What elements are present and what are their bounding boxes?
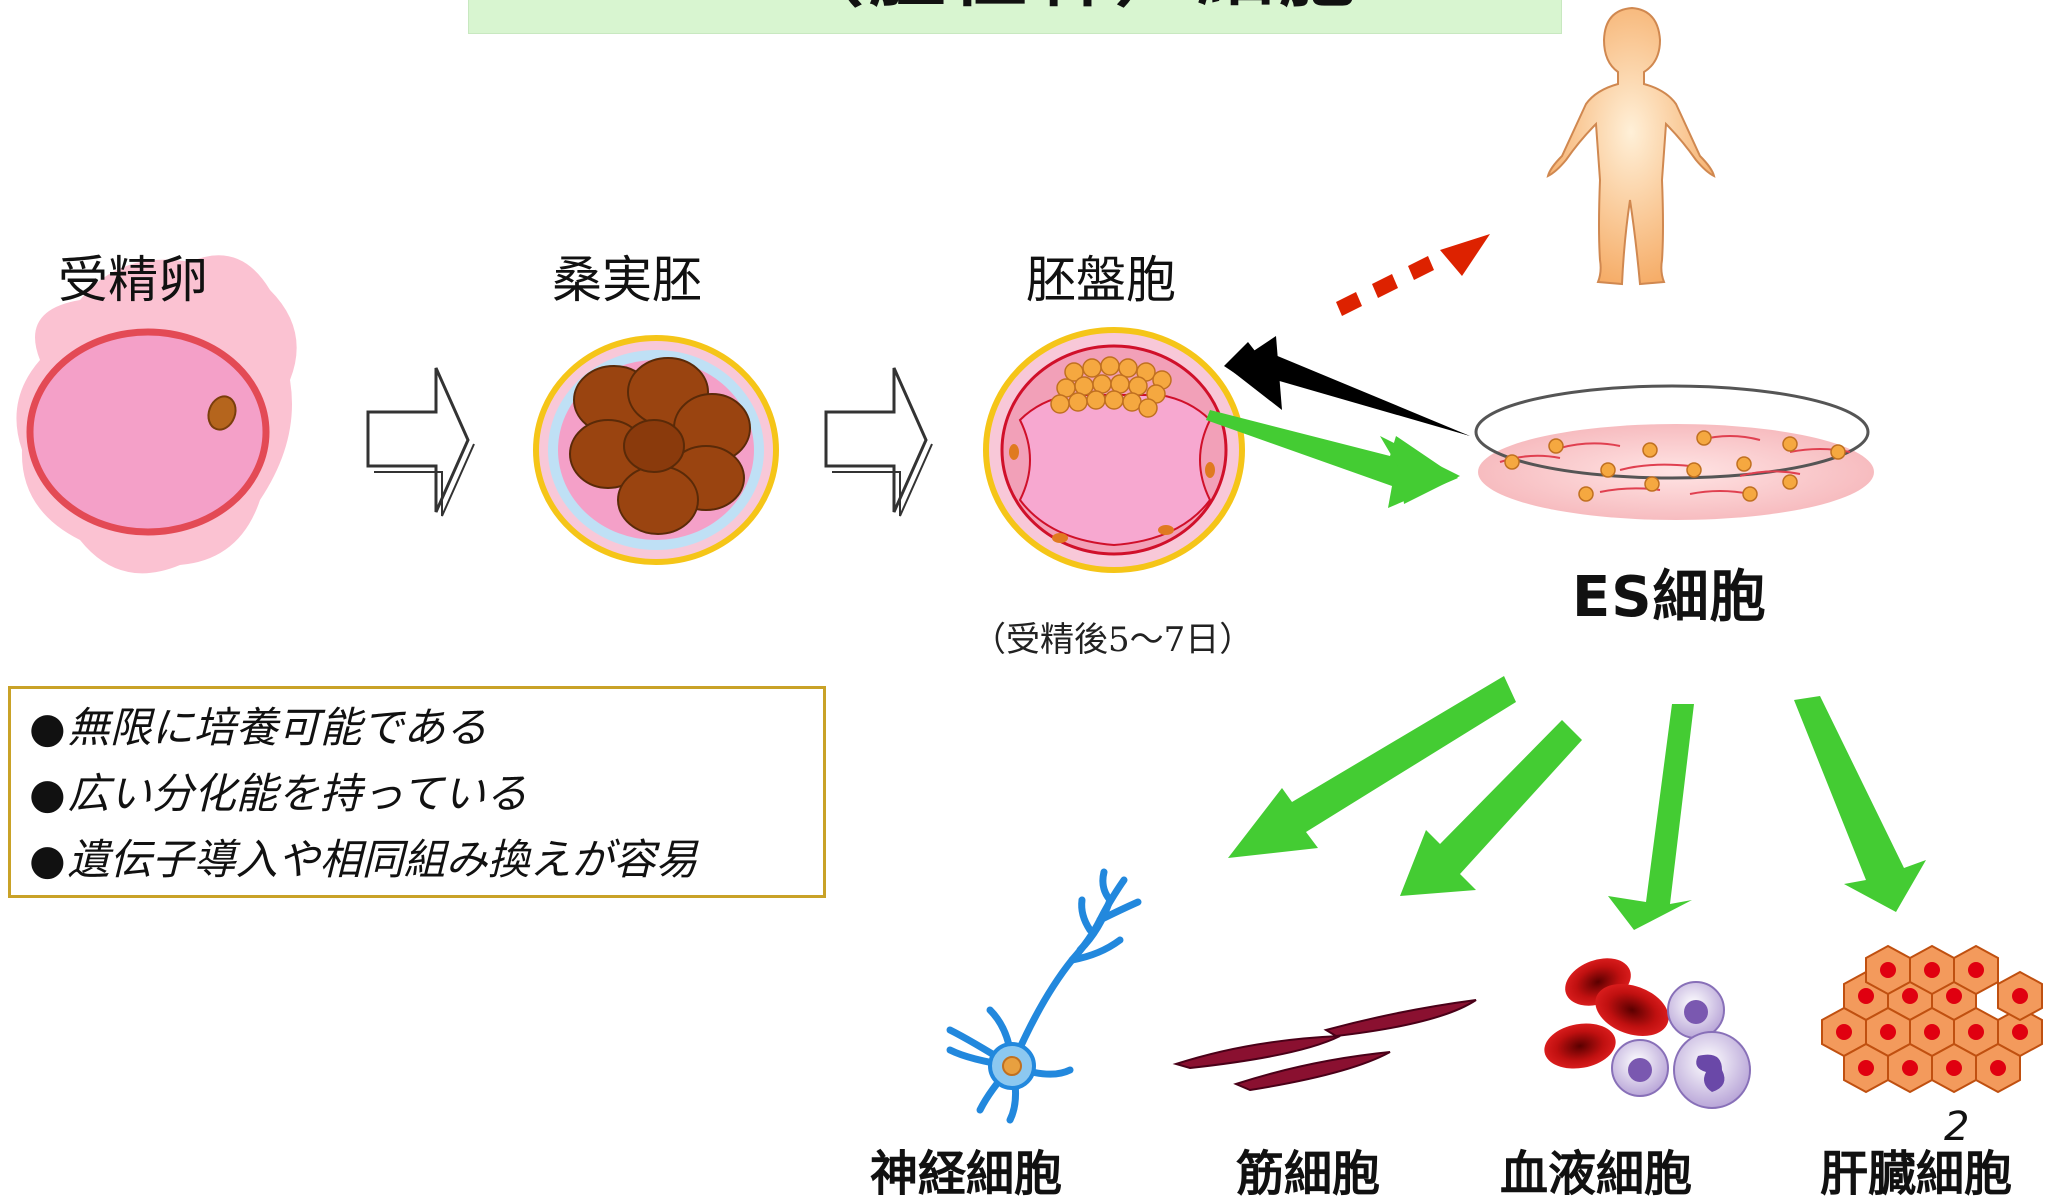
blood-cells-illustration (1544, 958, 1751, 1109)
hollow-arrow-1 (366, 367, 475, 517)
page-number: 2 (1944, 1104, 1970, 1150)
muscle-cells-illustration (1172, 999, 1477, 1092)
human-figure-icon (1546, 6, 1716, 286)
blastocyst-timing-note: （受精後5〜7日） (972, 620, 1254, 660)
petri-dish (1474, 384, 1874, 520)
bullet-icon: ● (29, 769, 66, 818)
liver-cells-illustration (1821, 944, 2043, 1094)
green-arrow-to-neuron (1228, 676, 1516, 858)
property-item: ●無限に培養可能である (29, 703, 488, 752)
page-title: ES（胚性幹）細胞 (469, 0, 1561, 11)
red-dotted-arrow (1336, 234, 1490, 316)
properties-box: ●無限に培養可能である ●広い分化能を持っている ●遺伝子導入や相同組み換えが容… (8, 686, 826, 898)
morula-illustration (533, 335, 779, 565)
bullet-icon: ● (29, 835, 66, 884)
green-arrow-to-blood (1608, 704, 1694, 930)
green-arrow-to-liver (1794, 696, 1926, 912)
zygote-label: 受精卵 (58, 251, 208, 309)
property-item: ●広い分化能を持っている (29, 769, 528, 818)
neuron-illustration (946, 868, 1142, 1124)
title-banner: ES（胚性幹）細胞 (468, 0, 1562, 34)
liver-label: 肝臓細胞 (1820, 1146, 2013, 1202)
es-cell-label: ES細胞 (1572, 565, 1767, 630)
blastocyst-label: 胚盤胞 (1026, 251, 1176, 309)
green-arrow-to-dish (1206, 410, 1460, 508)
green-arrow-to-muscle (1400, 720, 1582, 896)
property-item: ●遺伝子導入や相同組み換えが容易 (29, 835, 698, 884)
zygote-illustration (16, 255, 297, 574)
black-arrow (1224, 336, 1470, 436)
muscle-label: 筋細胞 (1236, 1146, 1381, 1202)
blastocyst-illustration (983, 327, 1245, 573)
hollow-arrow-2 (824, 367, 933, 517)
neuron-label: 神経細胞 (870, 1146, 1063, 1202)
morula-label: 桑実胚 (552, 251, 702, 309)
bullet-icon: ● (29, 703, 66, 752)
blood-label: 血液細胞 (1500, 1146, 1693, 1202)
